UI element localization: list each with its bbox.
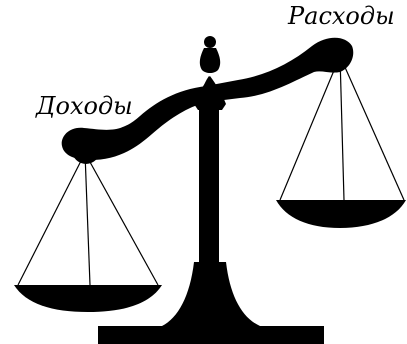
right-pan <box>276 56 406 228</box>
scale-stand <box>194 36 226 262</box>
left-pan <box>14 153 162 312</box>
label-expenses: Расходы <box>287 2 395 30</box>
label-income: Доходы <box>35 92 133 120</box>
